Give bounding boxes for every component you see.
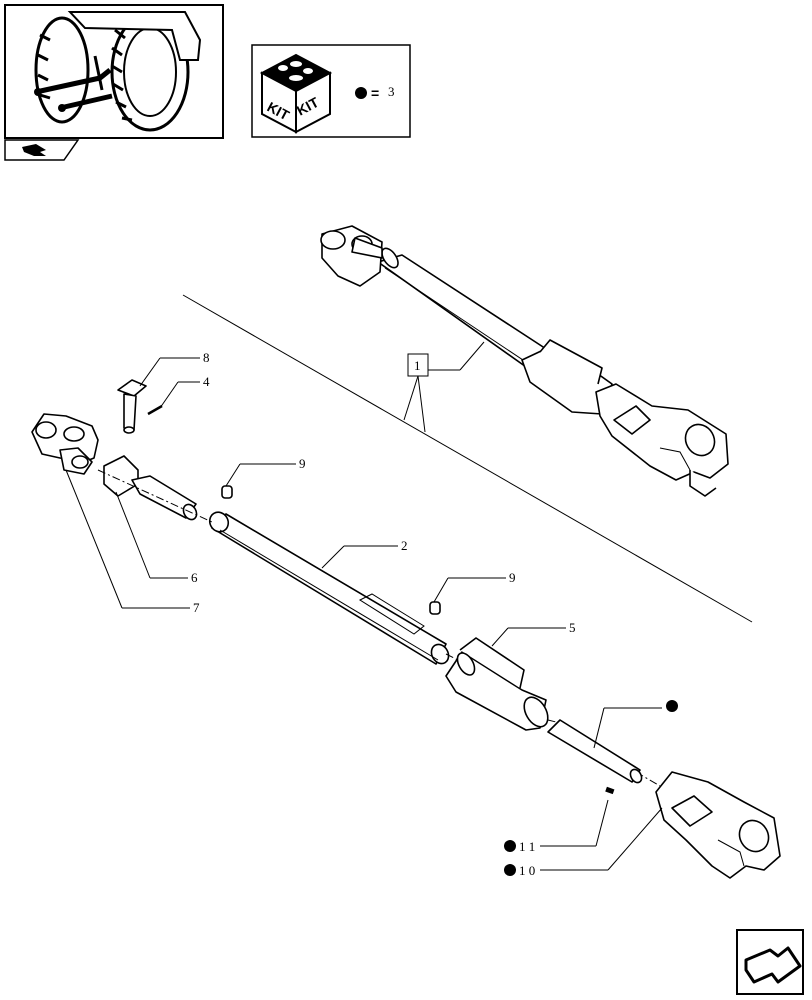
svg-text:6: 6 [191, 570, 198, 585]
part-5-sleeve [445, 637, 549, 731]
part-8-pin [117, 379, 147, 434]
svg-text:9: 9 [299, 456, 306, 471]
kit-legend: KIT KIT = 3 [251, 44, 411, 138]
svg-text:1 0: 1 0 [519, 863, 535, 878]
svg-text:1 1: 1 1 [519, 839, 535, 854]
forward-arrow-icon[interactable] [736, 929, 804, 995]
back-arrow-icon[interactable] [4, 139, 80, 161]
callout-6: 6 [115, 491, 198, 585]
part-11-key [605, 786, 615, 795]
callout-9-b: 9 [433, 570, 516, 603]
part-9-grease-nipple-b [429, 601, 441, 615]
callout-10: 1 0 [504, 807, 663, 878]
svg-text:1: 1 [414, 358, 421, 373]
svg-text:9: 9 [509, 570, 516, 585]
part-6-threaded-stub [103, 455, 198, 521]
assembled-top-link [320, 225, 729, 497]
kit-marker-bullet [504, 840, 516, 852]
kit-box-icon: KIT KIT [259, 53, 333, 134]
callout-kit-rod [593, 700, 678, 749]
svg-text:8: 8 [203, 350, 210, 365]
callout-1: 1 [403, 341, 485, 433]
callout-2: 2 [321, 538, 408, 569]
svg-text:4: 4 [203, 374, 210, 389]
callout-11: 1 1 [504, 799, 609, 854]
part-9-grease-nipple-a [221, 485, 233, 499]
part-7-clevis [31, 413, 99, 475]
svg-text:7: 7 [193, 600, 200, 615]
kit-marker-bullet [355, 87, 367, 99]
svg-text:2: 2 [401, 538, 408, 553]
callout-9-a: 9 [225, 456, 306, 487]
part-10-yoke [655, 771, 781, 879]
kit-marker-bullet [504, 864, 516, 876]
section-divider-line [182, 294, 753, 623]
kit-threaded-rod [547, 719, 643, 784]
part-2-tube [208, 511, 450, 665]
kit-equals-sign: = [371, 85, 379, 101]
kit-number: 3 [388, 84, 395, 99]
svg-text:5: 5 [569, 620, 576, 635]
overview-thumbnail[interactable] [4, 4, 224, 139]
callout-5: 5 [491, 620, 576, 647]
part-4-split-pin [147, 404, 163, 416]
callout-7: 7 [65, 469, 200, 615]
callout-4: 4 [159, 374, 210, 409]
callout-8: 8 [139, 350, 210, 387]
kit-marker-bullet [666, 700, 678, 712]
